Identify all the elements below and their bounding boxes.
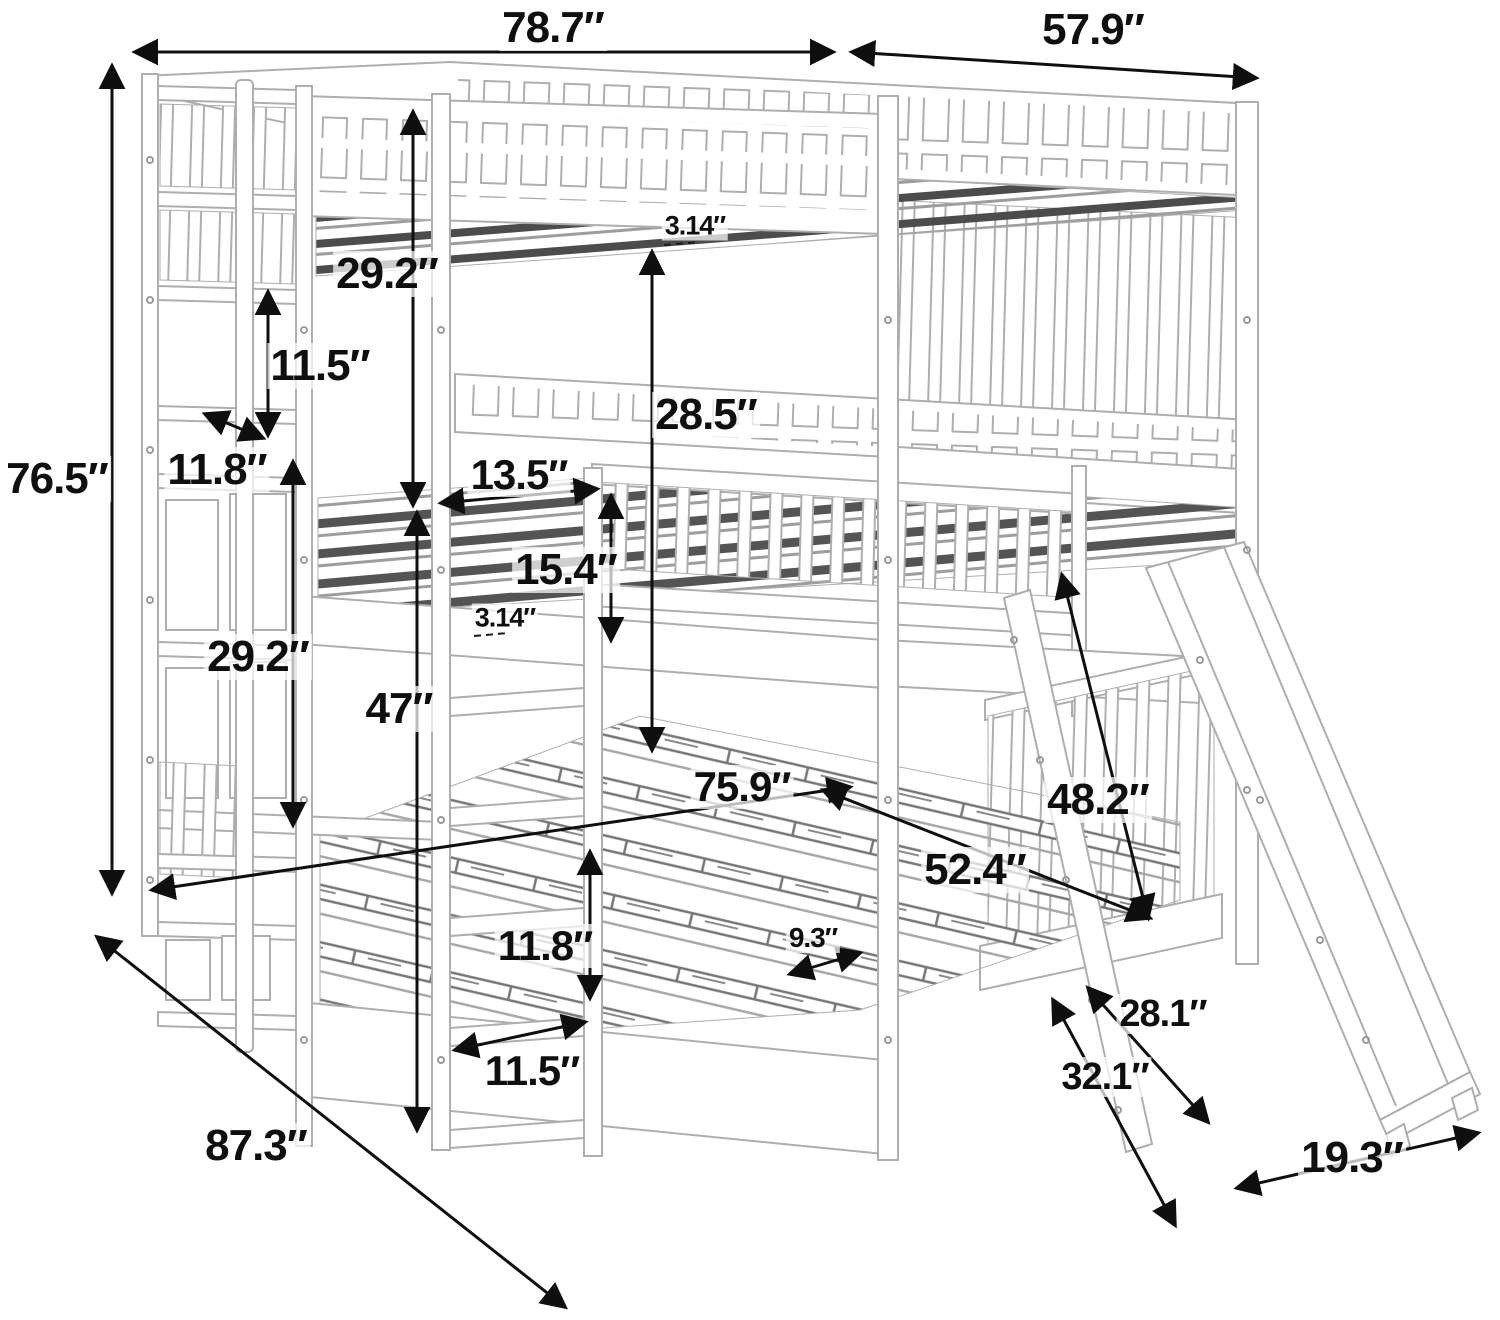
dim-label-bunk-clearance: 28.5″ <box>652 392 760 438</box>
dim-label-slide-run-lower: 32.1″ <box>1058 1057 1152 1097</box>
dim-label-slat-thickness-top: 3.14″ <box>661 211 729 241</box>
dim-label-bottom-clearance: 11.8″ <box>494 924 596 968</box>
dim-label-slat-spacing: 9.3″ <box>785 923 841 953</box>
dim-label-guard-opening: 13.5″ <box>467 453 571 497</box>
dim-arrow-head-rail-offset <box>201 410 267 442</box>
dim-label-head-rail-offset: 11.8″ <box>164 447 270 493</box>
dim-arrow-ladder-rung-width <box>451 1013 589 1059</box>
dim-label-upper-rung-spacing: 11.5″ <box>267 343 373 389</box>
dim-label-slide-length: 48.2″ <box>1044 777 1152 823</box>
dim-label-overall-depth: 57.9″ <box>1039 7 1147 53</box>
dim-label-middle-to-bottom-rail: 29.2″ <box>204 634 312 680</box>
dim-label-top-to-middle-rail: 29.2″ <box>333 251 441 297</box>
dim-label-bottom-bed-length: 75.9″ <box>690 765 794 809</box>
dim-leader-slat-thickness-middle <box>473 632 509 637</box>
dim-label-slat-thickness-middle: 3.14″ <box>471 603 539 633</box>
dim-arrow-floor-diagonal <box>94 934 568 1310</box>
dim-label-bottom-bed-width: 52.4″ <box>921 847 1029 893</box>
dim-label-guard-rail-height: 15.4″ <box>512 547 620 593</box>
dim-leader-slat-thickness-top <box>663 241 701 246</box>
dim-arrow-slat-spacing <box>786 946 864 981</box>
dim-arrow-slide-length <box>1054 571 1156 922</box>
dim-label-overall-length: 78.7″ <box>499 5 607 51</box>
dim-label-slide-foot-width: 19.3″ <box>1298 1135 1406 1181</box>
dim-label-middle-bunk-height: 47″ <box>362 686 436 732</box>
dim-label-overall-height: 76.5″ <box>3 456 111 502</box>
dim-label-floor-diagonal: 87.3″ <box>202 1123 310 1169</box>
dim-label-slide-run-upper: 28.1″ <box>1116 994 1210 1034</box>
dim-arrow-slide-run-lower <box>1051 996 1177 1229</box>
dim-arrow-overall-depth <box>848 40 1260 90</box>
dim-label-ladder-rung-width: 11.5″ <box>481 1049 583 1093</box>
